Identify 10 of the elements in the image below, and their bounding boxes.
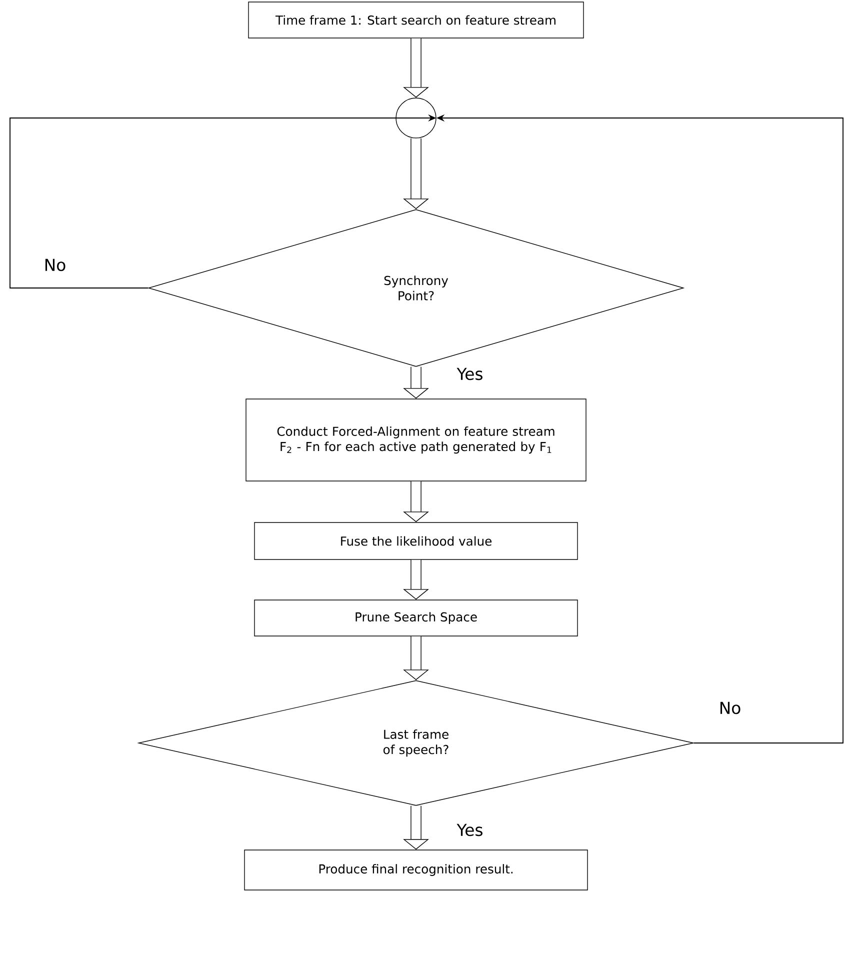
process-box: Fuse the likelihood value: [254, 522, 578, 560]
edge-label: Yes: [456, 824, 482, 836]
junction-circle: [396, 98, 436, 138]
process-box: Produce final recognition result.: [244, 850, 588, 890]
edge-label: Yes: [456, 368, 482, 380]
process-box: Time frame 1: Start search on feature stream: [248, 2, 584, 38]
edge-label: No: [720, 702, 740, 714]
process-box: Prune Search Space: [254, 600, 578, 636]
edge-label: No: [45, 258, 66, 272]
process-box: Conduct Forced-Alignment on feature stream F$_{2}$ - Fn for each active path generated by F$_{1}$: [246, 398, 586, 482]
